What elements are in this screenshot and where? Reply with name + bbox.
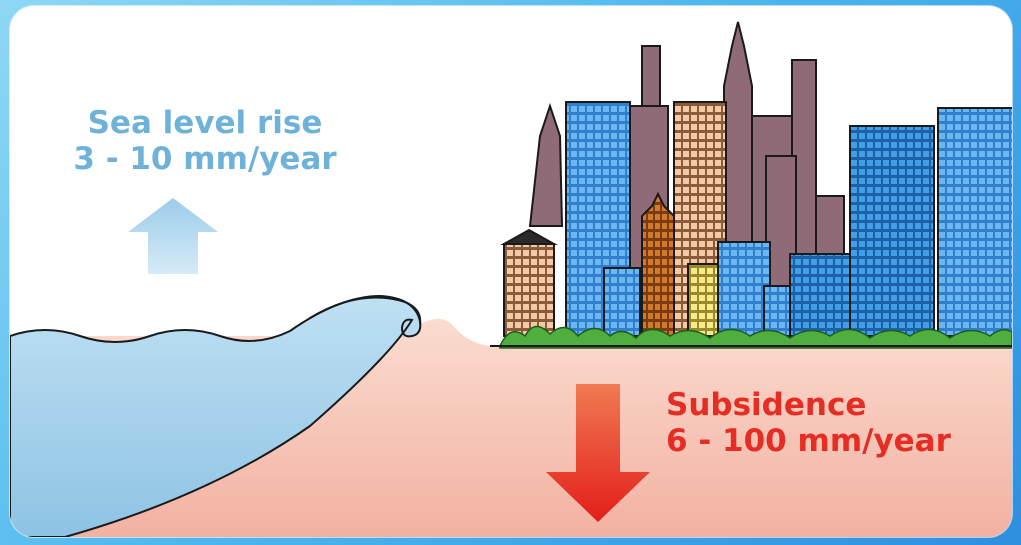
building [849,125,935,337]
building [789,253,851,337]
sea-level-rise-label: Sea level rise 3 - 10 mm/year [40,105,370,177]
subsidence-title: Subsidence [666,387,867,423]
wave-crest [309,296,422,325]
diagram-frame: Sea level rise 3 - 10 mm/year Subsidence… [10,6,1012,537]
building [937,107,1012,337]
diagram-scene [10,21,1012,537]
building [717,241,771,337]
building [641,191,675,337]
building [503,243,555,337]
arrow-down-icon [546,384,650,522]
subsidence-rate: 6 - 100 mm/year [666,422,951,459]
sea-level-rise-title: Sea level rise [87,105,323,141]
building [763,285,791,337]
arrow-up-icon [128,198,218,274]
sea-level-rise-rate: 3 - 10 mm/year [73,140,337,177]
roof [500,228,558,245]
city-skyline [490,21,1012,349]
building [603,267,641,337]
subsidence-label: Subsidence 6 - 100 mm/year [666,387,1006,459]
grass [499,325,1012,349]
building [528,102,564,227]
